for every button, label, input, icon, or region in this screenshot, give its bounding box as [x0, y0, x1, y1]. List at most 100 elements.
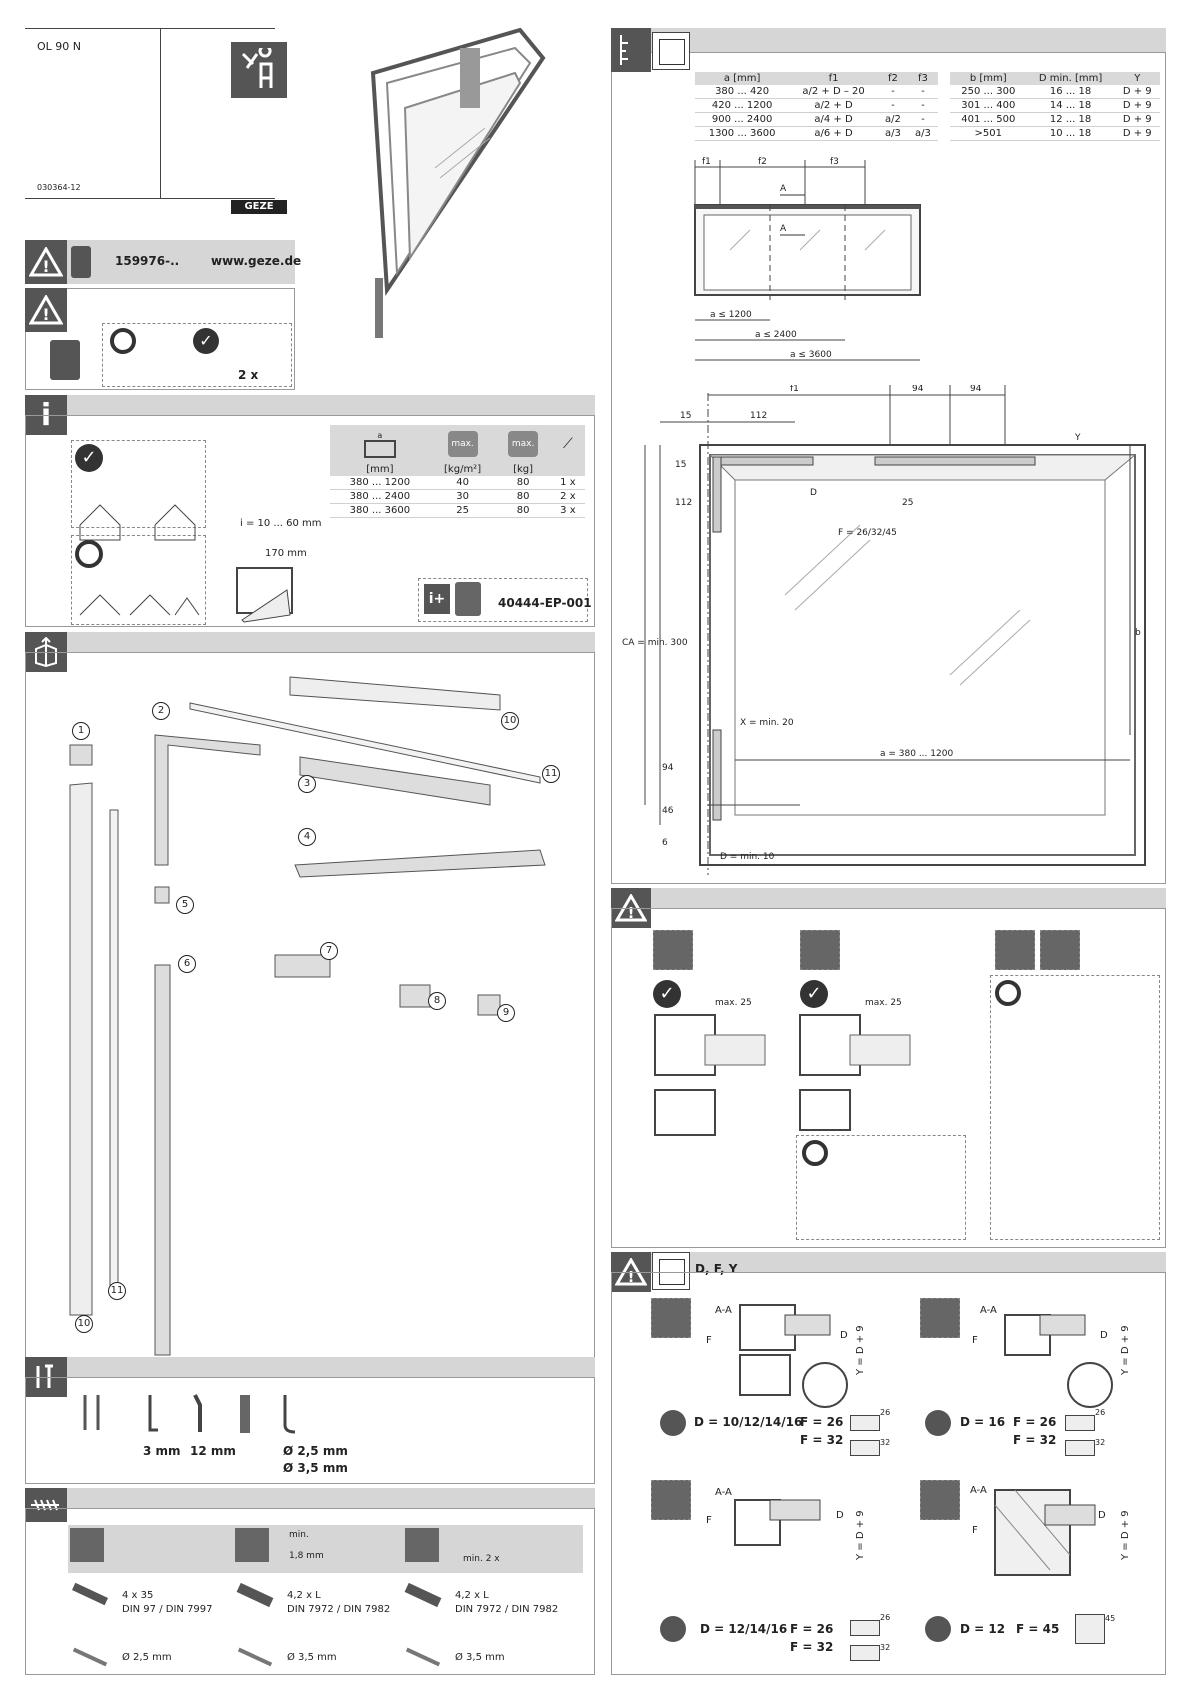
min-2x: min. 2 x	[463, 1554, 500, 1564]
dim-a1200: a ≤ 1200	[710, 310, 752, 320]
dim-F: F	[706, 1515, 712, 1526]
dim-Y: Y = D + 9	[1120, 1510, 1131, 1560]
alu-profile-icon	[405, 1528, 439, 1562]
dim-F: F	[972, 1525, 978, 1536]
parts-illustration	[69, 676, 546, 1356]
check-icon-3: ✓	[653, 980, 681, 1008]
section-aa: A-A	[715, 1305, 732, 1316]
dfy-f1-value: F = 26	[790, 1622, 834, 1636]
bracket-26	[1065, 1415, 1095, 1431]
big-b: b	[1135, 628, 1141, 638]
alu-icon	[800, 930, 840, 970]
dfy-f1-value: F = 45	[1016, 1622, 1060, 1636]
big-Y: Y	[1074, 433, 1081, 443]
bracket-26	[850, 1620, 880, 1636]
section-aa: A-A	[980, 1305, 997, 1316]
warning-icon: !	[25, 240, 67, 284]
steel-profile-icon	[235, 1528, 269, 1562]
allowed-roof-box	[71, 440, 206, 528]
dim-D: D	[1098, 1510, 1106, 1521]
dfy-f2-value: F = 32	[1013, 1433, 1057, 1447]
bracket-32-label: 32	[1095, 1438, 1106, 1447]
part-label-1: 1	[72, 722, 90, 740]
big-112: 112	[750, 411, 767, 421]
dim-f1: f1	[702, 157, 711, 167]
forbidden-profile-box	[796, 1135, 966, 1240]
geze-logo: GEZE	[231, 200, 287, 214]
prohibited-icon-4	[995, 980, 1021, 1006]
screw-norm: DIN 7972 / DIN 7982	[287, 1604, 391, 1615]
th-kg: [kg]	[495, 463, 551, 476]
bracket-45-label: 45	[1105, 1614, 1116, 1623]
dim-D: D	[1100, 1330, 1108, 1341]
profile-section-3	[734, 1499, 821, 1546]
website-url: www.geze.de	[211, 254, 302, 268]
big-112v: 112	[675, 498, 692, 508]
width-170: 170 mm	[265, 548, 307, 559]
big-window-drawing: f1 94 94 15 112 15 112 D F = 26/32/45 25…	[622, 385, 1146, 875]
profile-section-1	[739, 1304, 848, 1408]
part-label-6: 6	[178, 955, 196, 973]
hand-icon	[925, 1616, 951, 1642]
dfy-f2-value: F = 32	[800, 1433, 844, 1447]
check-icon-2: ✓	[75, 444, 103, 472]
screw-spec: 4 x 35	[122, 1590, 154, 1601]
svg-text:!: !	[628, 1268, 635, 1286]
big-CA: CA = min. 300	[622, 638, 688, 648]
part-label-9: 9	[497, 1004, 515, 1022]
big-Dmin: D = min. 10	[720, 852, 775, 862]
th-dmin: D min. [mm]	[1026, 72, 1115, 85]
bracket-32	[1065, 1440, 1095, 1456]
big-F: F = 26/32/45	[838, 528, 897, 538]
max25-left: max. 25	[715, 998, 752, 1008]
dim-f2: f2	[758, 157, 767, 167]
big-94a: 94	[912, 385, 924, 394]
part-label-4: 4	[298, 828, 316, 846]
qty-2x: 2 x	[238, 368, 259, 382]
doc-number: 159976-..	[115, 254, 180, 268]
drill-size: Ø 2,5 mm	[122, 1652, 172, 1663]
wood-icon	[70, 1528, 104, 1562]
dim-a3600: a ≤ 3600	[790, 350, 832, 360]
manual-icon	[455, 582, 481, 616]
tools-frame	[25, 1377, 595, 1484]
dim-f3: f3	[830, 157, 839, 167]
th-f2: f2	[877, 72, 908, 85]
part-label-2: 2	[152, 702, 170, 720]
big-94b: 94	[970, 385, 982, 394]
col-icon-arm: ⟋	[550, 425, 585, 463]
dim-Y: Y = D + 9	[855, 1510, 866, 1560]
big-94v: 94	[662, 763, 674, 773]
dfy-f1-value: F = 26	[1013, 1415, 1057, 1429]
bracket-26-label: 26	[880, 1613, 891, 1622]
profile-sections	[654, 1014, 911, 1136]
bracket-26-label: 26	[1095, 1408, 1106, 1417]
part-label-3: 3	[298, 775, 316, 793]
part-label-8: 8	[428, 992, 446, 1010]
bracket-32	[850, 1440, 880, 1456]
check-icon-4: ✓	[800, 980, 828, 1008]
prohibited-icon	[110, 328, 136, 354]
profile-section-4	[994, 1489, 1096, 1576]
th-kgm2: [kg/m²]	[429, 463, 496, 476]
dfy-d-value: D = 10/12/14/16	[694, 1415, 803, 1429]
dim-D: D	[836, 1510, 844, 1521]
dfy-f2-value: F = 32	[790, 1640, 834, 1654]
screw-spec: 4,2 x L	[287, 1590, 321, 1601]
weight-table: a max. max. ⟋ [mm] [kg/m²] [kg] 380 ... …	[330, 425, 585, 518]
dim-frame	[611, 52, 1166, 884]
warning-box-2	[25, 288, 295, 390]
th-a: a [mm]	[695, 72, 790, 85]
section-aa: A-A	[970, 1485, 987, 1496]
dfy-f1-value: F = 26	[800, 1415, 844, 1429]
screw-spec: 4,2 x L	[455, 1590, 489, 1601]
profiles-bar	[611, 888, 1166, 908]
part-label-5: 5	[176, 896, 194, 914]
measure-icon	[611, 28, 651, 72]
info-plus-icon: i+	[424, 584, 450, 614]
bracket-45	[1075, 1614, 1105, 1644]
